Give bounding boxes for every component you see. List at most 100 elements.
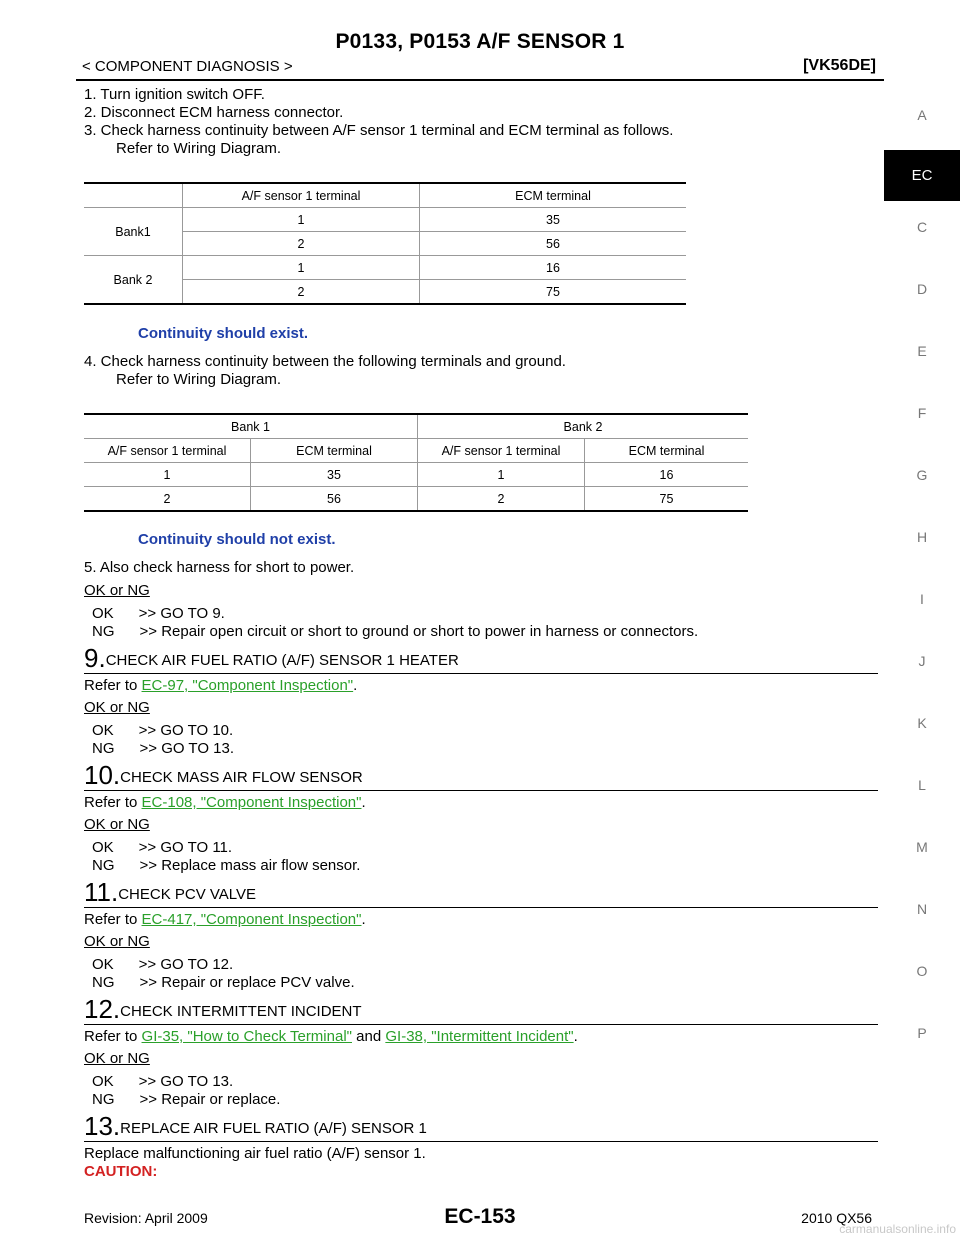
step-2: 2. Disconnect ECM harness connector. — [84, 104, 344, 121]
result-ng: NG >> GO TO 13. — [92, 740, 235, 757]
engine-variant: [VK56DE] — [803, 57, 876, 74]
table-header: ECM terminal — [584, 438, 748, 463]
model-year: 2010 QX56 — [801, 1210, 872, 1226]
page-title: P0133, P0153 A/F SENSOR 1 — [335, 30, 625, 53]
tab-p[interactable]: P — [917, 1025, 927, 1041]
refer-text: Refer to — [84, 677, 142, 694]
refer-text: Refer to — [84, 911, 142, 928]
section-tabs: A EC C D E F G H I J K L M N O P — [884, 100, 960, 1080]
intermittent-incident-link[interactable]: GI-38, "Intermittent Incident" — [385, 1028, 574, 1045]
step-number: 13. — [84, 1111, 121, 1141]
step-10-heading: 10.CHECK MASS AIR FLOW SENSOR — [84, 762, 363, 788]
step-title: CHECK INTERMITTENT INCIDENT — [120, 1003, 362, 1020]
step-13-text: Replace malfunctioning air fuel ratio (A… — [84, 1145, 426, 1162]
table-cell: 2 — [417, 486, 585, 512]
continuity-not-exist-note: Continuity should not exist. — [138, 531, 336, 548]
step-rule — [84, 907, 878, 908]
step-3-refer: Refer to Wiring Diagram. — [116, 140, 282, 157]
tab-e[interactable]: E — [917, 343, 927, 359]
result-ok: OK >> GO TO 9. — [92, 605, 225, 622]
result-ok: OK >> GO TO 12. — [92, 956, 234, 973]
tab-i[interactable]: I — [920, 591, 924, 607]
tab-ec[interactable]: EC — [884, 150, 960, 201]
result-ok: OK >> GO TO 10. — [92, 722, 234, 739]
tab-d[interactable]: D — [916, 281, 928, 297]
table-header: A/F sensor 1 terminal — [417, 438, 585, 463]
table2-group-bank1: Bank 1 — [84, 413, 418, 439]
table-cell: 1 — [182, 207, 420, 232]
page-number: EC-153 — [444, 1205, 516, 1228]
table-header: ECM terminal — [250, 438, 418, 463]
step-number: 12. — [84, 994, 121, 1024]
table-cell: 75 — [584, 486, 748, 512]
continuity-exist-note: Continuity should exist. — [138, 325, 309, 342]
tab-g[interactable]: G — [916, 467, 928, 483]
step-11-heading: 11.CHECK PCV VALVE — [84, 879, 256, 905]
tab-l[interactable]: L — [918, 777, 926, 793]
table-cell: 2 — [84, 486, 251, 512]
step-number: 9. — [84, 643, 106, 673]
continuity-table-1: A/F sensor 1 terminal ECM terminal Bank1… — [84, 182, 686, 305]
table1-bank2: Bank 2 — [84, 255, 183, 305]
tab-j[interactable]: J — [918, 653, 926, 669]
step-1: 1. Turn ignition switch OFF. — [84, 86, 265, 103]
result-ng: NG >> Repair or replace. — [92, 1091, 281, 1108]
ok-ng-label: OK or NG — [84, 933, 150, 950]
step-4: 4. Check harness continuity between the … — [84, 353, 566, 370]
table1-header-af: A/F sensor 1 terminal — [182, 182, 420, 208]
table-cell: 16 — [419, 255, 686, 280]
component-inspection-link[interactable]: EC-97, "Component Inspection" — [141, 677, 354, 694]
tab-n[interactable]: N — [916, 901, 928, 917]
step-rule — [84, 1024, 878, 1025]
step-9-heading: 9.CHECK AIR FUEL RATIO (A/F) SENSOR 1 HE… — [84, 645, 459, 671]
tab-a[interactable]: A — [917, 107, 927, 123]
ok-ng-label: OK or NG — [84, 582, 150, 599]
result-ng: NG >> Repair open circuit or short to gr… — [92, 623, 699, 640]
component-inspection-link[interactable]: EC-417, "Component Inspection" — [141, 911, 362, 928]
ok-ng-label: OK or NG — [84, 699, 150, 716]
step-9-refer: Refer to EC-97, "Component Inspection". — [84, 677, 358, 694]
step-11-refer: Refer to EC-417, "Component Inspection". — [84, 911, 366, 928]
table-cell: 16 — [584, 462, 748, 487]
step-3: 3. Check harness continuity between A/F … — [84, 122, 674, 139]
table-cell: 1 — [84, 462, 251, 487]
result-ng: NG >> Replace mass air flow sensor. — [92, 857, 361, 874]
refer-text: Refer to — [84, 1028, 142, 1045]
tab-k[interactable]: K — [917, 715, 927, 731]
refer-text: Refer to — [84, 794, 142, 811]
table-cell: 35 — [250, 462, 418, 487]
step-5: 5. Also check harness for short to power… — [84, 559, 355, 576]
table1-bank1: Bank1 — [84, 207, 183, 256]
tab-h[interactable]: H — [916, 529, 928, 545]
table-cell: 35 — [419, 207, 686, 232]
step-number: 11. — [84, 877, 119, 907]
step-13-heading: 13.REPLACE AIR FUEL RATIO (A/F) SENSOR 1 — [84, 1113, 427, 1139]
step-title: CHECK AIR FUEL RATIO (A/F) SENSOR 1 HEAT… — [105, 652, 459, 669]
table1-header-ecm: ECM terminal — [419, 182, 686, 208]
tab-c[interactable]: C — [916, 219, 928, 235]
tab-m[interactable]: M — [916, 839, 928, 855]
table-cell: 2 — [182, 279, 420, 305]
ok-ng-label: OK or NG — [84, 816, 150, 833]
step-12-refer: Refer to GI-35, "How to Check Terminal" … — [84, 1028, 578, 1045]
step-title: REPLACE AIR FUEL RATIO (A/F) SENSOR 1 — [120, 1120, 427, 1137]
tab-o[interactable]: O — [916, 963, 928, 979]
caution-label: CAUTION: — [84, 1163, 158, 1180]
ok-ng-label: OK or NG — [84, 1050, 150, 1067]
revision-date: Revision: April 2009 — [84, 1210, 208, 1226]
result-ng: NG >> Repair or replace PCV valve. — [92, 974, 355, 991]
tab-f[interactable]: F — [917, 405, 927, 421]
step-title: CHECK MASS AIR FLOW SENSOR — [120, 769, 363, 786]
step-rule — [84, 673, 878, 674]
step-12-heading: 12.CHECK INTERMITTENT INCIDENT — [84, 996, 362, 1022]
result-ok: OK >> GO TO 13. — [92, 1073, 234, 1090]
breadcrumb: < COMPONENT DIAGNOSIS > — [82, 58, 293, 75]
component-inspection-link[interactable]: EC-108, "Component Inspection" — [141, 794, 362, 811]
table-cell: 75 — [419, 279, 686, 305]
how-to-check-terminal-link[interactable]: GI-35, "How to Check Terminal" — [141, 1028, 352, 1045]
table-cell: 1 — [417, 462, 585, 487]
step-rule — [84, 1141, 878, 1142]
step-4-refer: Refer to Wiring Diagram. — [116, 371, 282, 388]
table-header: A/F sensor 1 terminal — [84, 438, 251, 463]
table-cell: 2 — [182, 231, 420, 256]
